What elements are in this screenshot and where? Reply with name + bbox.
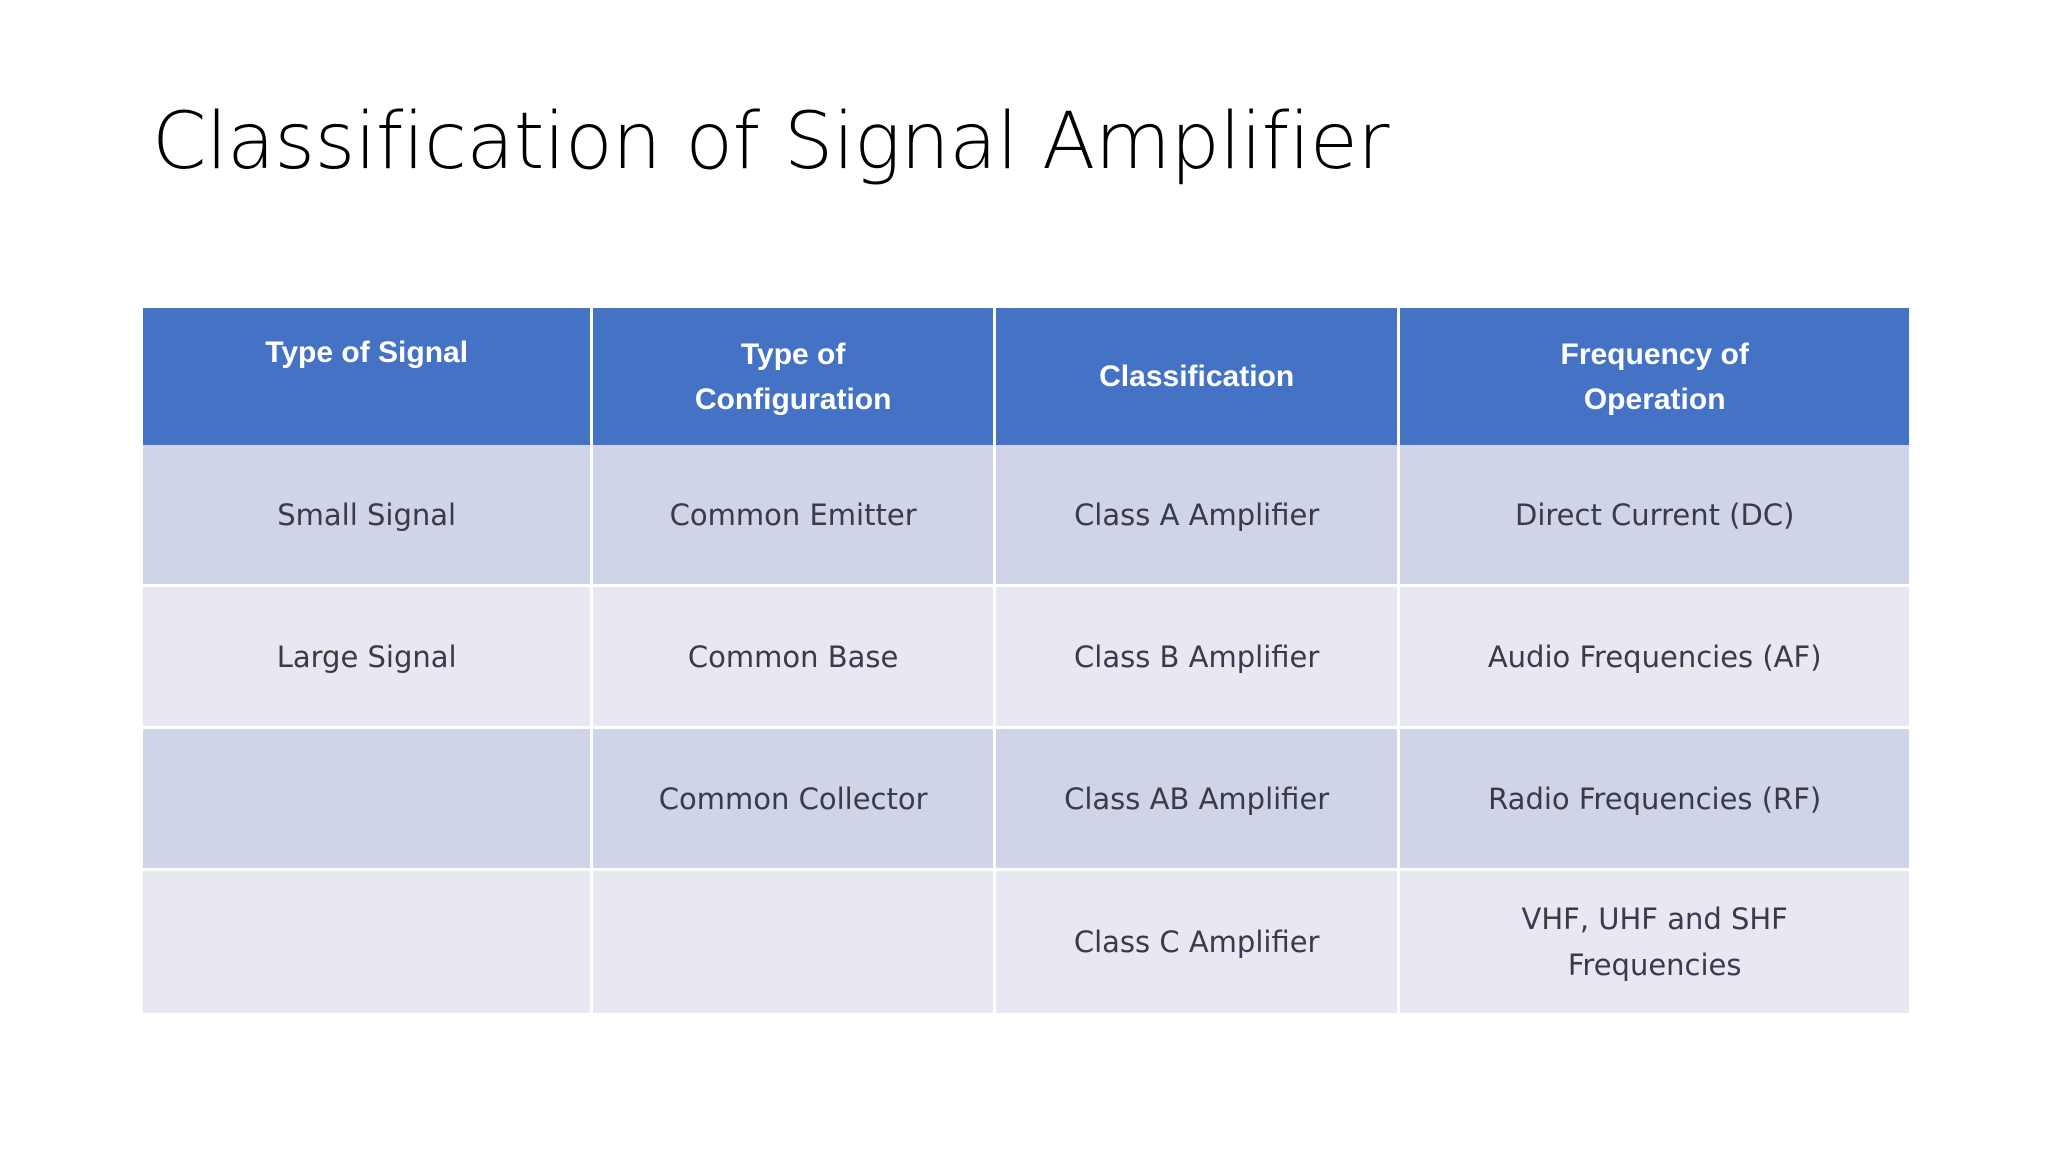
- column-header-line-2: Operation: [1583, 382, 1726, 416]
- column-header-line-1: Frequency of: [1560, 337, 1749, 371]
- cell-classification: Class C Amplifier: [995, 871, 1401, 1013]
- column-header-type-of-configuration: Type of Configuration: [593, 308, 996, 445]
- cell-type-of-signal: Small Signal: [143, 445, 594, 587]
- column-header-line-2: Configuration: [694, 382, 892, 416]
- cell-classification: Class A Amplifier: [995, 445, 1401, 587]
- cell-type-of-signal: Large Signal: [143, 587, 594, 729]
- table-row: Common Collector Class AB Amplifier Radi…: [143, 729, 1909, 871]
- table-row: Class C Amplifier VHF, UHF and SHF Frequ…: [143, 871, 1909, 1013]
- column-header-type-of-signal: Type of Signal: [143, 308, 594, 445]
- cell-frequency-of-operation: Audio Frequencies (AF): [1400, 587, 1909, 729]
- table-row: Large Signal Common Base Class B Amplifi…: [143, 587, 1909, 729]
- classification-table-container: Type of Signal Type of Configuration Cla…: [143, 308, 1909, 1013]
- cell-classification: Class AB Amplifier: [995, 729, 1401, 871]
- cell-type-of-signal: [143, 729, 594, 871]
- cell-type-of-signal: [143, 871, 594, 1013]
- table-body: Small Signal Common Emitter Class A Ampl…: [143, 445, 1909, 1013]
- classification-table: Type of Signal Type of Configuration Cla…: [143, 308, 1909, 1013]
- table-header-row: Type of Signal Type of Configuration Cla…: [143, 308, 1909, 445]
- column-header-classification: Classification: [995, 308, 1401, 445]
- cell-line-1: VHF, UHF and SHF: [1521, 902, 1788, 936]
- cell-classification: Class B Amplifier: [995, 587, 1401, 729]
- cell-frequency-of-operation: Direct Current (DC): [1400, 445, 1909, 587]
- page-title: Classification of Signal Amplifier: [152, 97, 1389, 187]
- cell-frequency-of-operation: VHF, UHF and SHF Frequencies: [1400, 871, 1909, 1013]
- column-header-frequency-of-operation: Frequency of Operation: [1400, 308, 1909, 445]
- cell-type-of-configuration: [593, 871, 996, 1013]
- table-row: Small Signal Common Emitter Class A Ampl…: [143, 445, 1909, 587]
- cell-type-of-configuration: Common Emitter: [593, 445, 996, 587]
- cell-line-2: Frequencies: [1567, 948, 1742, 982]
- table-header: Type of Signal Type of Configuration Cla…: [143, 308, 1909, 445]
- cell-type-of-configuration: Common Collector: [593, 729, 996, 871]
- column-header-line-1: Type of: [740, 337, 846, 371]
- cell-type-of-configuration: Common Base: [593, 587, 996, 729]
- cell-frequency-of-operation: Radio Frequencies (RF): [1400, 729, 1909, 871]
